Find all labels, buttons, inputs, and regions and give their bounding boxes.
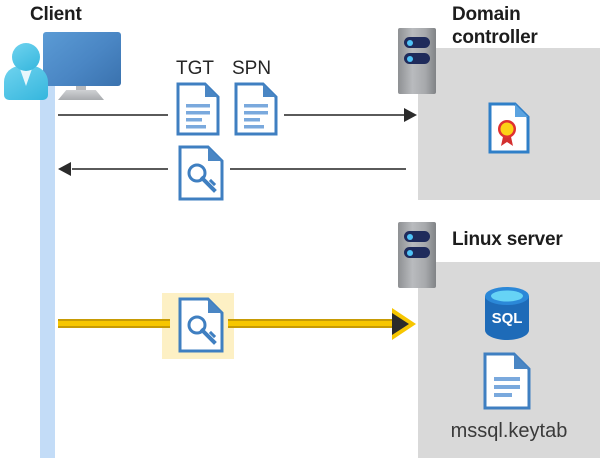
server-rack-icon-domain-controller <box>398 28 436 94</box>
yellow-arrowhead-inner <box>392 313 409 335</box>
monitor-base-icon <box>58 90 104 100</box>
monitor-screen-icon <box>43 32 121 86</box>
rack-bay <box>404 37 430 48</box>
spn-document-icon <box>234 82 278 136</box>
rack-led-icon <box>407 233 413 240</box>
rack-led-icon <box>407 39 413 46</box>
label-tgt: TGT <box>176 58 214 79</box>
rack-bay <box>404 247 430 258</box>
tgt-document-icon <box>176 82 220 136</box>
rack-bay <box>404 53 430 64</box>
server-rack-icon-linux-server <box>398 222 436 288</box>
rack-led-icon <box>407 249 413 256</box>
keytab-document-icon <box>483 352 531 410</box>
arrowhead-right-request <box>404 108 417 122</box>
yellow-flow-line-right <box>228 319 398 328</box>
arrowhead-left-response <box>58 162 71 176</box>
sql-database-icon: SQL <box>482 285 532 346</box>
page-title-client: Client <box>30 4 82 25</box>
label-spn: SPN <box>232 58 272 79</box>
page-title-domain-controller: Domain controller <box>452 4 538 48</box>
flow-line-request-left <box>58 114 168 116</box>
flow-line-response-left <box>72 168 168 170</box>
page-title-linux-server: Linux server <box>452 229 563 250</box>
svg-text:SQL: SQL <box>492 310 523 327</box>
keytab-file-label: mssql.keytab <box>450 420 568 442</box>
user-head-icon <box>12 43 40 71</box>
ticket-key-document-icon <box>178 145 224 201</box>
flow-line-response-right <box>230 168 406 170</box>
flow-line-request-right <box>284 114 406 116</box>
client-lifeline <box>40 72 55 458</box>
certificate-document-icon <box>488 102 530 154</box>
client-workstation-icon <box>0 0 140 110</box>
rack-led-icon <box>407 55 413 62</box>
yellow-flow-line-left <box>58 319 170 328</box>
rack-bay <box>404 231 430 242</box>
service-ticket-key-document-icon <box>178 297 224 353</box>
